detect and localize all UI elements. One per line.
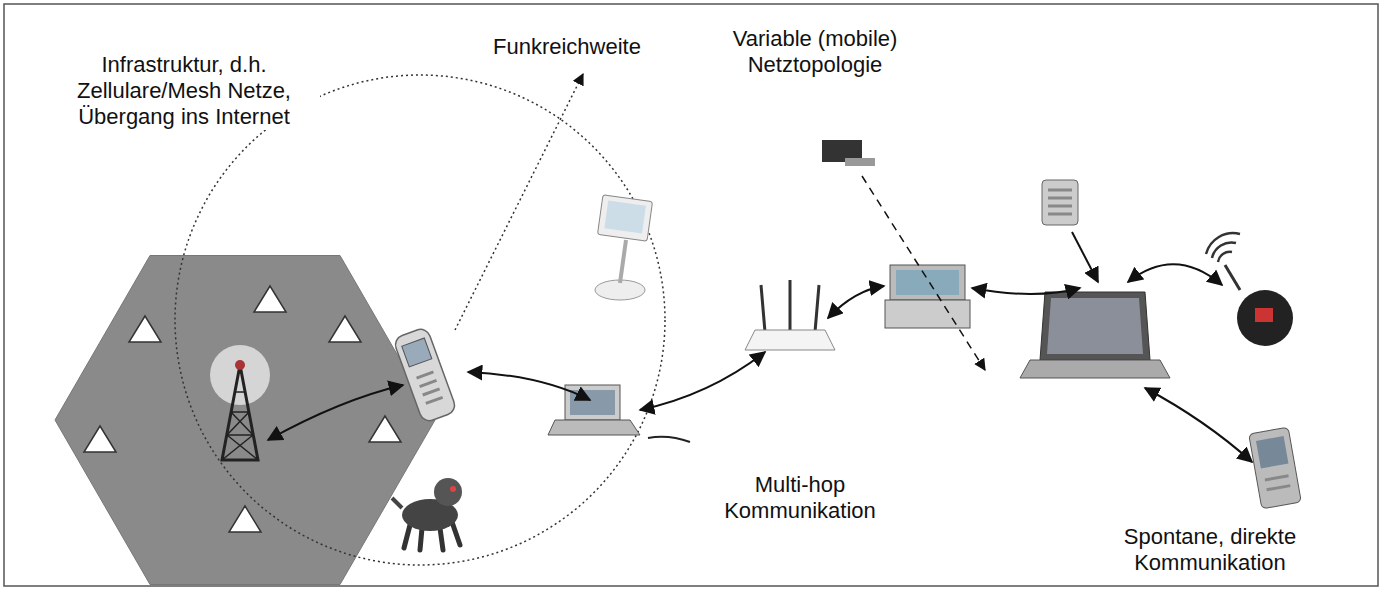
pda-keys	[1048, 190, 1072, 214]
sensor-board	[1237, 290, 1293, 346]
tower-antenna	[235, 360, 245, 370]
router-body	[745, 330, 835, 350]
laptop-screen	[565, 385, 620, 420]
range-label: Funkreichweite	[490, 34, 644, 60]
laptop-base	[548, 420, 640, 435]
base-station-triangle	[329, 316, 361, 342]
base-station-triangle	[254, 286, 286, 312]
camera-phone-keys	[1265, 476, 1290, 490]
link-arrow	[640, 352, 765, 410]
radio-tower	[210, 345, 270, 460]
multihop-label: Multi-hop Kommunikation	[698, 472, 902, 524]
tower-lattice	[222, 365, 258, 460]
radio-range-circle	[175, 75, 665, 565]
link-arrow	[1128, 264, 1222, 285]
phone-screen	[402, 338, 432, 367]
base-station-triangle	[129, 316, 161, 342]
phone-body	[393, 327, 458, 424]
cell-hexagon	[55, 256, 435, 585]
camera-phone-body	[1249, 427, 1302, 509]
wlan-router	[745, 280, 835, 350]
communicator-lid	[890, 265, 965, 300]
communicator	[885, 265, 970, 328]
camera-phone	[1249, 427, 1302, 509]
router-antennas	[761, 280, 819, 332]
dog-tail	[392, 498, 402, 508]
computer-display	[604, 201, 646, 234]
topology-label: Variable (mobile) Netztopologie	[708, 26, 922, 78]
communicator-keyboard	[885, 300, 970, 328]
device-base	[845, 158, 875, 166]
link-arrow	[1072, 232, 1098, 282]
heading-label: Infrastruktur, d.h. Zellulare/Mesh Netze…	[48, 52, 320, 130]
pda	[1042, 180, 1078, 225]
range-pointer	[455, 74, 583, 330]
tower-glow	[210, 345, 270, 405]
robot-dog	[392, 478, 462, 550]
moving-device	[822, 140, 875, 166]
scribble-line	[648, 437, 690, 442]
communicator-screen	[896, 270, 959, 295]
link-arrow	[268, 385, 403, 440]
mobile-phone	[393, 327, 458, 424]
sensor-waves	[1206, 233, 1240, 262]
sensor-node	[1206, 233, 1293, 346]
base-station-triangle	[369, 416, 401, 442]
sensor-chip	[1255, 308, 1273, 322]
laptop-base	[1020, 360, 1170, 378]
laptop-display	[1047, 298, 1143, 354]
sensor-antenna	[1225, 265, 1240, 290]
pda-body	[1042, 180, 1078, 225]
phone-keys	[417, 372, 443, 404]
computer-arm	[620, 240, 626, 283]
base-station-triangle	[229, 506, 261, 532]
computer-screen	[597, 195, 652, 242]
large-laptop	[1020, 292, 1170, 378]
link-arrow	[972, 288, 1080, 294]
laptop-screen	[1040, 292, 1150, 360]
base-station-triangles	[84, 286, 401, 532]
small-laptop	[548, 385, 640, 435]
frame	[4, 4, 1378, 586]
link-arrow	[828, 286, 884, 318]
tower-braces	[222, 392, 258, 460]
direct-label: Spontane, direkte Kommunikation	[1058, 524, 1362, 576]
mobility-arrow	[862, 176, 985, 370]
dog-eye	[450, 486, 456, 492]
link-arrow	[1145, 388, 1252, 462]
communication-arrows	[268, 232, 1252, 462]
dog-head	[434, 478, 462, 506]
base-station-triangle	[84, 426, 116, 452]
link-arrow	[468, 372, 590, 400]
desktop-computer	[595, 195, 653, 300]
camera-phone-screen	[1256, 436, 1288, 468]
